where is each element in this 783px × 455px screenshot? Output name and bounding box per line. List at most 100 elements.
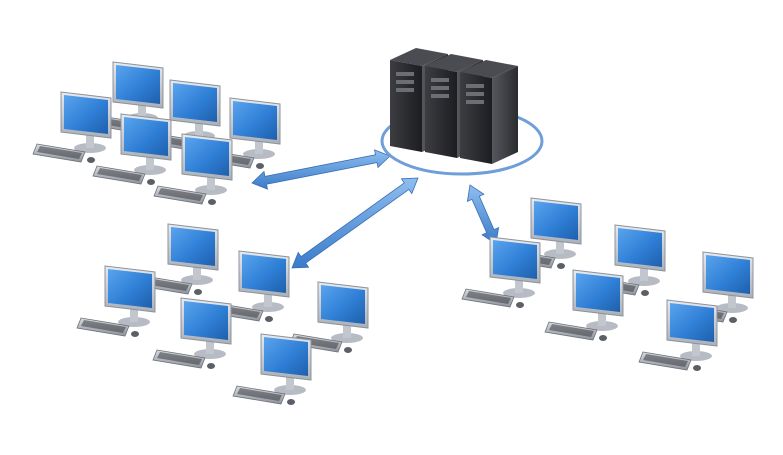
monitor-screen	[576, 273, 620, 312]
monitor-screen	[173, 83, 217, 122]
monitor-screen	[321, 285, 365, 324]
monitor-neck	[207, 176, 215, 190]
keyboard-keys	[158, 188, 203, 201]
workstation	[232, 333, 312, 405]
mouse	[344, 347, 352, 353]
workstation	[76, 265, 156, 337]
double-arrow	[291, 177, 419, 269]
server-side	[492, 66, 518, 164]
server-tower	[460, 60, 518, 164]
mouse	[287, 399, 295, 405]
drive-bay	[431, 86, 449, 90]
monitor-screen	[116, 65, 160, 104]
monitor-neck	[343, 324, 351, 338]
drive-bay	[466, 92, 484, 96]
keyboard-keys	[643, 354, 688, 367]
monitor-neck	[86, 134, 94, 148]
drive-bay	[431, 94, 449, 98]
monitor-screen	[171, 227, 215, 266]
monitor-neck	[692, 342, 700, 356]
monitor-screen	[242, 254, 286, 293]
monitor-screen	[64, 95, 108, 134]
mouse	[693, 365, 701, 371]
cluster-right	[461, 197, 754, 371]
monitor-screen	[670, 303, 714, 342]
keyboard-keys	[549, 324, 594, 337]
double-arrow	[251, 149, 391, 190]
server-rack	[380, 48, 544, 176]
mouse	[208, 199, 216, 205]
workstation	[153, 133, 233, 205]
connection-layer	[251, 149, 500, 269]
keyboard-keys	[237, 388, 282, 401]
monitor-neck	[138, 104, 146, 118]
drive-bay	[466, 100, 484, 104]
monitor-screen	[184, 301, 228, 340]
mouse	[265, 316, 273, 322]
keyboard-keys	[81, 320, 126, 333]
monitor-neck	[728, 294, 736, 308]
workstation	[544, 269, 624, 341]
mouse	[557, 263, 565, 269]
monitor-screen	[233, 101, 277, 140]
keyboard-keys	[37, 146, 82, 159]
mouse	[147, 179, 155, 185]
server-top	[390, 48, 448, 66]
workstation	[502, 197, 582, 269]
mouse	[516, 302, 524, 308]
double-arrow	[466, 184, 500, 245]
server-top	[460, 60, 518, 78]
monitor-screen	[264, 337, 308, 376]
monitor-screen	[124, 117, 168, 156]
monitor-neck	[556, 240, 564, 254]
monitor-neck	[640, 267, 648, 281]
mouse	[131, 331, 139, 337]
connection-arrow	[251, 149, 391, 190]
monitor-screen	[108, 269, 152, 308]
workstation	[139, 223, 219, 295]
mouse	[194, 289, 202, 295]
drive-bay	[396, 88, 414, 92]
keyboard-keys	[97, 168, 142, 181]
monitor-screen	[493, 240, 537, 279]
workstation	[152, 297, 232, 369]
workstation	[92, 113, 172, 185]
connection-arrow	[291, 177, 419, 269]
drive-bay	[396, 80, 414, 84]
monitor-neck	[264, 293, 272, 307]
monitor-screen	[706, 255, 750, 294]
drive-bay	[396, 72, 414, 76]
mouse	[207, 363, 215, 369]
monitor-neck	[193, 266, 201, 280]
monitor-neck	[206, 340, 214, 354]
mouse	[87, 157, 95, 163]
monitor-neck	[146, 156, 154, 170]
cluster-bottom-left	[76, 223, 369, 405]
monitor-neck	[598, 312, 606, 326]
workstation-layer	[32, 61, 754, 405]
mouse	[256, 163, 264, 169]
workstation	[638, 299, 718, 371]
drive-bay	[431, 78, 449, 82]
monitor-neck	[255, 140, 263, 154]
mouse	[729, 317, 737, 323]
mouse	[641, 290, 649, 296]
server-top	[425, 54, 483, 72]
monitor-neck	[130, 308, 138, 322]
monitor-screen	[534, 201, 578, 240]
mouse	[599, 335, 607, 341]
monitor-screen	[618, 228, 662, 267]
keyboard-keys	[466, 291, 511, 304]
monitor-neck	[195, 122, 203, 136]
workstation	[32, 91, 112, 163]
cluster-top-left	[32, 61, 281, 205]
monitor-neck	[286, 376, 294, 390]
workstation	[461, 236, 541, 308]
drive-bay	[466, 84, 484, 88]
keyboard-keys	[157, 352, 202, 365]
monitor-screen	[185, 137, 229, 176]
monitor-neck	[515, 279, 523, 293]
connection-arrow	[466, 184, 500, 245]
